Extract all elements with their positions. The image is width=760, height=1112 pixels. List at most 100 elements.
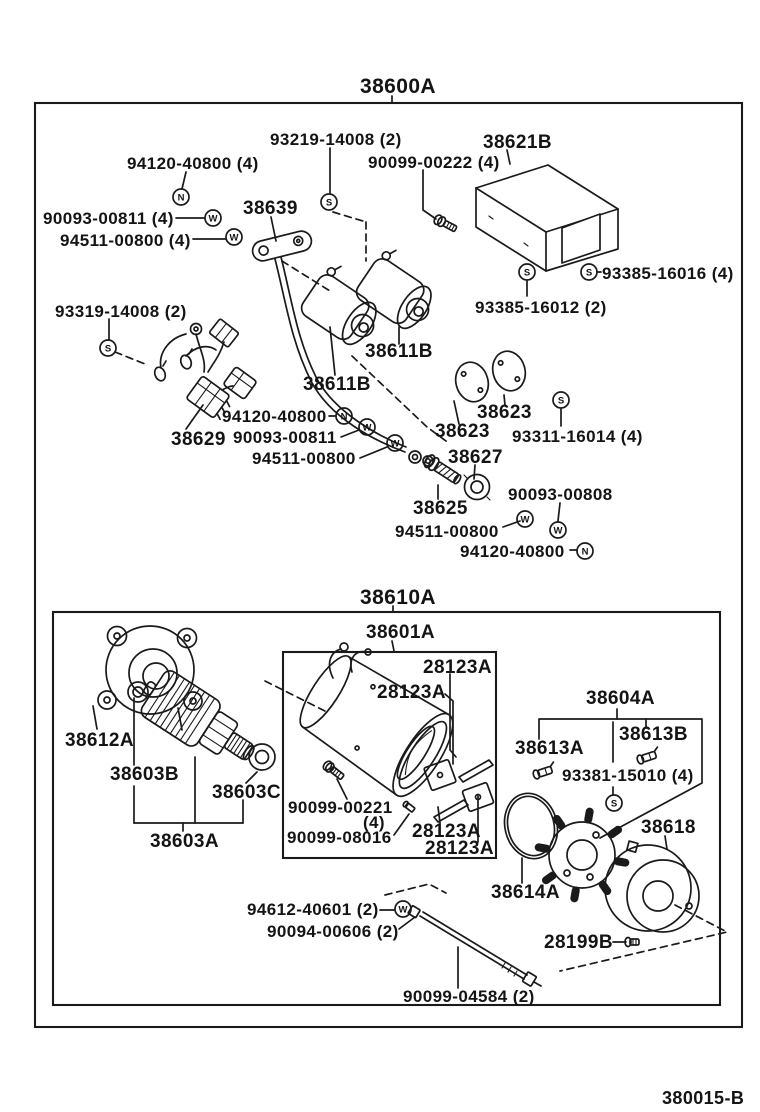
part-number-90094-00606: 90094-00606 (2) — [267, 922, 399, 941]
part-number-90099-00222: 90099-00222 (4) — [368, 153, 500, 172]
washer-marker: W — [394, 900, 412, 918]
part-label-38621B: 38621B — [483, 132, 552, 153]
fastener-markers: N W W S S S S N W W S W W N S W — [99, 188, 623, 918]
part-label-38613B: 38613B — [619, 724, 688, 745]
solenoid-38611B-left-drawing — [300, 265, 377, 346]
part-label-38604A: 38604A — [586, 688, 655, 709]
disc-38623-drawings — [454, 350, 527, 403]
washer-marker: W — [386, 434, 404, 452]
svg-text:W: W — [554, 526, 563, 537]
part-label-28123A: 28123A — [412, 821, 481, 842]
washer-marker: W — [549, 521, 567, 539]
screw-marker: S — [320, 193, 338, 211]
part-label-38629: 38629 — [171, 429, 226, 450]
part-number-94120-40800: 94120-40800 — [460, 542, 565, 561]
o-ring-38614A-drawing — [503, 792, 559, 860]
assembly-frame — [33, 101, 744, 1029]
alignment-dashed-lines — [114, 211, 728, 972]
svg-text:W: W — [209, 214, 218, 225]
cover-38621B-drawing — [475, 164, 619, 272]
part-label-38614A: 38614A — [491, 882, 560, 903]
part-label-38618: 38618 — [641, 817, 696, 838]
part-label-28199B: 28199B — [544, 932, 613, 953]
part-label-38611B: 38611B — [303, 374, 371, 395]
bearing-38603C-drawing — [248, 743, 276, 771]
svg-text:S: S — [105, 344, 111, 355]
screw-90099-00221-icon — [322, 760, 345, 780]
part-label-38600A: 38600A — [360, 75, 436, 98]
part-label-38639: 38639 — [243, 198, 298, 219]
nut-marker: N — [576, 542, 594, 560]
svg-text:S: S — [326, 198, 332, 209]
bearing-38603B-drawing — [127, 681, 149, 703]
part-label-38611B: 38611B — [365, 341, 433, 362]
part-label-38601A: 38601A — [366, 622, 435, 643]
ring-terminal-icon — [408, 450, 422, 464]
part-number-93381-15010: 93381-15010 (4) — [562, 766, 694, 785]
part-number-94511-00800-4: 94511-00800 (4) — [60, 231, 191, 250]
part-number-90093-00808: 90093-00808 — [508, 485, 613, 504]
svg-text:W: W — [363, 423, 372, 434]
clip-38613A-icon — [532, 761, 555, 780]
part-number-90099-00221: 90099-00221 — [288, 798, 393, 817]
part-number-94612-40601: 94612-40601 (2) — [247, 900, 379, 919]
part-number-94511-00800: 94511-00800 — [252, 449, 356, 468]
part-label-38627: 38627 — [448, 447, 503, 468]
screw-marker: S — [580, 263, 598, 281]
strap-38639-drawing — [251, 230, 313, 262]
harness-38629-drawing — [153, 318, 257, 421]
svg-text:S: S — [611, 799, 617, 810]
svg-text:N: N — [341, 412, 348, 423]
washer-marker: W — [516, 510, 534, 528]
screw-marker: S — [99, 339, 117, 357]
screw-marker: S — [552, 391, 570, 409]
pin-90099-08016-icon — [402, 800, 416, 813]
part-number-90099-00221-qty: (4) — [363, 813, 385, 832]
grommet-38627-drawing — [463, 473, 491, 501]
washer-marker: W — [225, 228, 243, 246]
clip-38613B-icon — [636, 746, 659, 765]
stud-38625-drawing — [422, 454, 462, 485]
washer-marker: W — [204, 209, 222, 227]
svg-text:N: N — [178, 193, 185, 204]
part-labels: 38600A 93219-14008 (2) 94120-40800 (4) 9… — [43, 75, 744, 1108]
yoke-38601A-drawing — [299, 642, 454, 798]
part-label-38603B: 38603B — [110, 764, 179, 785]
screw-marker: S — [518, 263, 536, 281]
svg-text:W: W — [521, 515, 530, 526]
nut-marker: N — [335, 407, 353, 425]
part-label-38603C: 38603C — [212, 782, 281, 803]
svg-text:W: W — [391, 439, 400, 450]
end-frame-38612A-drawing — [97, 625, 203, 715]
part-number-90099-08016: 90099-08016 — [287, 828, 392, 847]
part-number-93219-14008: 93219-14008 (2) — [270, 130, 402, 149]
part-label-38612A: 38612A — [65, 730, 134, 751]
bracket-38604A — [538, 718, 703, 839]
svg-text:N: N — [582, 547, 589, 558]
part-number-94120-40800-4: 94120-40800 (4) — [127, 154, 259, 173]
part-label-38603A: 38603A — [150, 831, 219, 852]
screw-90099-00222-icon — [433, 214, 458, 233]
part-label-28123A: 28123A — [425, 838, 494, 859]
screw-marker: S — [605, 794, 623, 812]
screw-28199B-icon — [624, 936, 640, 948]
part-label-38610A: 38610A — [360, 586, 436, 609]
brush-holder-38604A-drawing — [534, 807, 630, 903]
part-label-38623: 38623 — [477, 402, 532, 423]
svg-text:W: W — [230, 233, 239, 244]
svg-text:S: S — [586, 268, 592, 279]
part-number-90099-04584: 90099-04584 (2) — [403, 987, 535, 1006]
svg-text:S: S — [558, 396, 564, 407]
leader-lines — [92, 95, 668, 989]
end-cover-38618-drawing — [604, 840, 700, 933]
part-number-94120-40800: 94120-40800 — [222, 407, 327, 426]
part-label-38613A: 38613A — [515, 738, 584, 759]
solenoid-38611B-right-drawing — [355, 249, 432, 330]
washer-marker: W — [358, 418, 376, 436]
part-label-38625: 38625 — [413, 498, 468, 519]
nut-marker: N — [172, 188, 190, 206]
through-bolt-drawing — [407, 905, 542, 987]
part-number-90093-00811-4: 90093-00811 (4) — [43, 209, 174, 228]
